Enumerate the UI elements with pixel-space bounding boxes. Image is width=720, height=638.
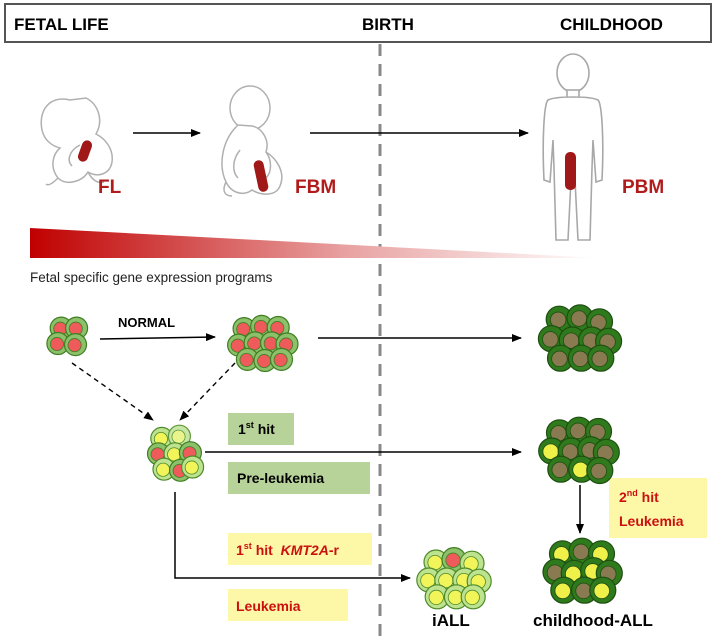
- box-pre-leukemia: [228, 462, 370, 494]
- label-childhood-all: childhood-ALL: [533, 611, 653, 630]
- text-pre-leukemia: Pre-leukemia: [237, 470, 324, 486]
- box-leukemia: [228, 589, 348, 621]
- header-fetal-life: FETAL LIFE: [14, 15, 109, 34]
- arrow-normal-fl-fbm: [99, 333, 216, 342]
- box-second-hit: [609, 478, 707, 538]
- box-kmt2a: [228, 533, 372, 565]
- header-childhood: CHILDHOOD: [560, 15, 663, 34]
- header-birth: BIRTH: [362, 15, 414, 34]
- child-icon: [542, 53, 604, 241]
- gradient-caption: Fetal specific gene expression programs: [30, 270, 273, 285]
- text-kmt2a: 1st hit KMT2A-r: [236, 541, 339, 558]
- cluster-preleukemic: [146, 424, 205, 482]
- text-second-leukemia: Leukemia: [619, 513, 684, 529]
- text-first-hit: 1st hit: [238, 420, 275, 437]
- cluster-fl-normal: [46, 316, 89, 357]
- arrow-kmt2a-to-iall: [174, 492, 411, 582]
- cluster-fbm-normal: [227, 314, 299, 373]
- fetus-icon: [221, 85, 283, 197]
- arrow-dashed-fl-to-preleukemic: [71, 362, 154, 421]
- box-first-hit: [228, 413, 294, 445]
- text-second-hit: 2nd hit: [619, 488, 659, 505]
- label-fl: FL: [98, 177, 122, 198]
- fetal-liver-mark: [77, 140, 93, 162]
- embryo-icon: [40, 97, 113, 186]
- arrow-dashed-fbm-to-preleukemic: [179, 362, 236, 421]
- header-frame: [4, 3, 712, 43]
- label-iall: iALL: [432, 611, 470, 630]
- fetal-gradient-wedge: [30, 228, 600, 258]
- label-normal: NORMAL: [118, 315, 175, 330]
- cell-clusters: [46, 304, 623, 610]
- label-fbm: FBM: [295, 177, 336, 198]
- cluster-childhood-normal: [537, 304, 623, 372]
- cluster-childhood-all: [542, 537, 623, 604]
- bone-marrow-mark: [565, 152, 576, 190]
- fetal-bone-marrow-mark: [253, 160, 269, 192]
- text-leukemia: Leukemia: [236, 598, 301, 614]
- label-pbm: PBM: [622, 177, 664, 198]
- cluster-iall: [416, 546, 492, 610]
- cluster-childhood-preleukemia: [538, 416, 620, 485]
